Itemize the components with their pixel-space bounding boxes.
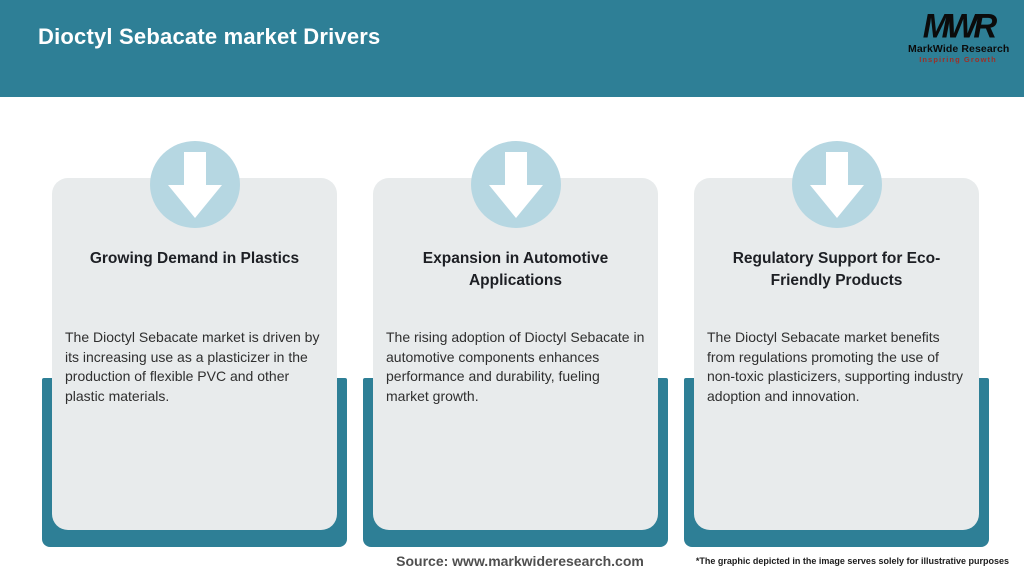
logo-company-name: MarkWide Research (908, 43, 1010, 55)
down-arrow-icon (470, 141, 561, 228)
page-title: Dioctyl Sebacate market Drivers (38, 24, 381, 49)
markwide-logo: MWR MarkWide Research Inspiring Growth (908, 6, 1010, 64)
driver-card: Growing Demand in Plastics The Dioctyl S… (42, 140, 347, 547)
card-panel: Expansion in Automotive Applications The… (373, 178, 658, 530)
card-panel: Growing Demand in Plastics The Dioctyl S… (52, 178, 337, 530)
disclaimer-text: *The graphic depicted in the image serve… (695, 556, 1009, 566)
card-description: The Dioctyl Sebacate market is driven by… (65, 329, 320, 404)
down-arrow-icon (149, 141, 240, 228)
header-bar: Dioctyl Sebacate market Drivers MWR Mark… (0, 0, 1024, 97)
down-arrow-icon (791, 141, 882, 228)
card-description: The rising adoption of Dioctyl Sebacate … (386, 329, 645, 404)
card-title: Expansion in Automotive Applications (422, 250, 609, 289)
logo-tagline: Inspiring Growth (919, 55, 997, 64)
card-panel: Regulatory Support for Eco-Friendly Prod… (694, 178, 979, 530)
driver-card: Regulatory Support for Eco-Friendly Prod… (684, 140, 989, 547)
card-description: The Dioctyl Sebacate market benefits fro… (707, 329, 964, 404)
driver-card: Expansion in Automotive Applications The… (363, 140, 668, 547)
card-title: Growing Demand in Plastics (89, 250, 300, 267)
card-title: Regulatory Support for Eco-Friendly Prod… (732, 250, 941, 289)
logo-mwr-icon: MWR (922, 6, 997, 45)
source-text: Source: www.markwideresearch.com (396, 553, 644, 569)
